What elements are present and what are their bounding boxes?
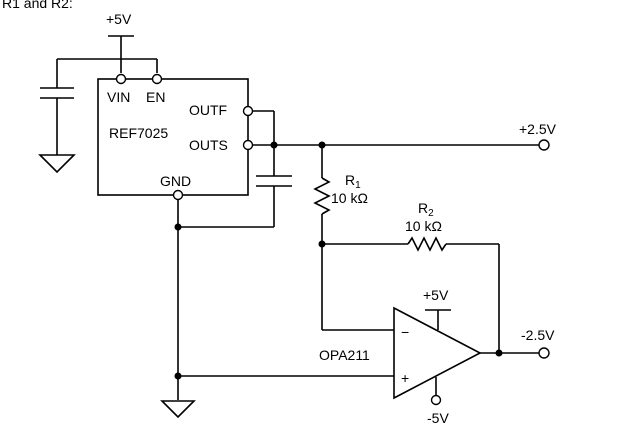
- junction-dot: [318, 240, 326, 248]
- pin-label-vin: VIN: [107, 89, 130, 105]
- output-terminal-negative: [538, 347, 550, 359]
- junction-dots: [174, 141, 503, 380]
- ground-symbol-left: [38, 154, 76, 174]
- opamp-vee-terminal: [430, 394, 442, 406]
- output-terminal-positive: [538, 139, 550, 151]
- input-capacitor: [40, 59, 74, 155]
- pin-gnd: [172, 189, 184, 201]
- opamp-plus-sign: +: [401, 370, 409, 386]
- r2-value-label: 10 kΩ: [405, 218, 442, 234]
- reference-output-wires: [248, 110, 539, 146]
- pin-label-gnd: GND: [160, 173, 191, 189]
- resistor-r2: R2 10 kΩ: [322, 200, 500, 353]
- junction-dot: [270, 141, 278, 149]
- junction-dot: [495, 349, 503, 357]
- positive-output-label: +2.5V: [519, 121, 557, 137]
- pin-en: [151, 73, 163, 85]
- ground-wires: [177, 195, 394, 400]
- pin-outf: [242, 105, 254, 117]
- pin-label-outf: OUTF: [189, 102, 227, 118]
- ground-symbol-bottom: [160, 400, 196, 419]
- vcc-supply-top: +5V: [106, 11, 134, 59]
- pin-vin: [115, 73, 127, 85]
- header-fragment: R1 and R2:: [2, 0, 73, 11]
- pin-label-en: EN: [146, 89, 165, 105]
- junction-dot: [318, 141, 326, 149]
- opamp-vee-label: -5V: [427, 410, 449, 426]
- junction-dot: [174, 223, 182, 231]
- ref7025-ic: VIN EN OUTF REF7025 OUTS GND: [97, 78, 249, 196]
- opamp-minus-sign: −: [401, 324, 409, 340]
- r1-name-label: R1: [345, 172, 361, 191]
- output-capacitor: [256, 145, 292, 227]
- opamp-vcc-label: +5V: [423, 287, 449, 303]
- negative-output-label: -2.5V: [521, 327, 555, 343]
- junction-dot: [174, 372, 182, 380]
- ic-part-label: REF7025: [109, 125, 168, 141]
- resistor-r1: R1 10 kΩ: [313, 145, 368, 244]
- supply-rail-wires: [57, 58, 158, 73]
- vcc-label-top: +5V: [106, 11, 132, 27]
- opa211-opamp: − + OPA211 +5V -5V: [319, 287, 482, 426]
- pin-outs: [242, 139, 254, 151]
- r1-value-label: 10 kΩ: [331, 190, 368, 206]
- pin-terminals: [115, 73, 550, 406]
- pin-label-outs: OUTS: [189, 137, 228, 153]
- inverting-input-wire: [321, 244, 394, 331]
- r2-name-label: R2: [418, 200, 434, 219]
- opamp-part-label: OPA211: [319, 347, 370, 363]
